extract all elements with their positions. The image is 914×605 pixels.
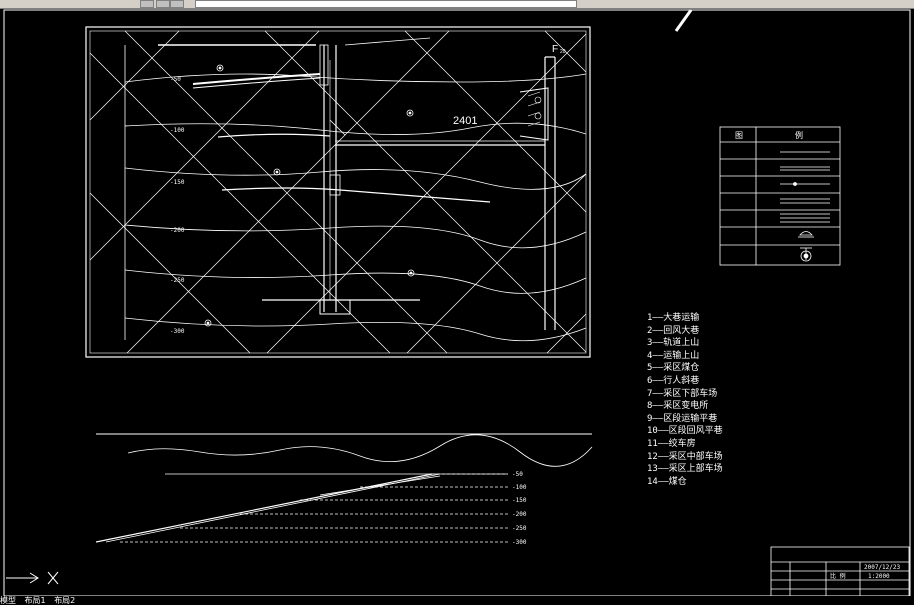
scale-label: 比 例	[830, 572, 846, 580]
toolbar	[0, 0, 914, 9]
legend-list-item: 11——绞车房	[647, 438, 696, 449]
legend-list-item: 4——运输上山	[647, 350, 700, 361]
main-roadway	[519, 56, 556, 330]
legend-list-item: 7——采区下部车场	[647, 388, 718, 399]
legend-list-item: 12——采区中部车场	[647, 451, 723, 462]
legend-list-item: 8——采区变电所	[647, 401, 709, 412]
legend-list-item: 1——大巷运输	[647, 313, 700, 323]
section-view	[95, 433, 593, 543]
section-level-label: -200	[512, 511, 527, 518]
section-level-label: -50	[512, 471, 523, 478]
legend-header: 图	[735, 131, 743, 140]
legend-header: 例	[795, 130, 803, 140]
legend-list-item: 6——行人斜巷	[647, 375, 700, 386]
date-value: 2007/12/23	[864, 564, 901, 571]
contour-lines	[124, 45, 587, 342]
section-level-label: -300	[512, 539, 527, 546]
legend-table	[719, 126, 841, 266]
layout-tabs: 模型 布局1 布局2	[0, 596, 914, 605]
boreholes	[204, 64, 415, 327]
plan-level-label: -250	[170, 277, 185, 284]
tab-layout-2[interactable]: 布局2	[54, 596, 76, 605]
inclines	[319, 44, 351, 315]
command-field[interactable]	[195, 0, 577, 8]
legend-list-item: 14——煤仓	[647, 476, 687, 487]
legend-list-item: 3——轨道上山	[647, 338, 700, 349]
plan-level-label: -50	[170, 76, 181, 83]
plan-level-label: -100	[170, 127, 185, 134]
fault-label: F	[552, 44, 558, 55]
scale-value: 1:2000	[868, 573, 890, 580]
plan-border	[85, 26, 591, 358]
section-level-label: -150	[512, 497, 527, 504]
window-icon[interactable]	[156, 0, 170, 8]
plan-level-label: -300	[170, 328, 185, 335]
legend-list-item: 5——采区煤仓	[647, 363, 700, 374]
fault-label-sub: 20	[560, 49, 566, 55]
plan-view: -50 -100 -150 -200 -250 -300 2401 F 20	[85, 26, 591, 358]
legend-list-item: 2——回风大巷	[647, 325, 700, 336]
roadways	[158, 37, 545, 301]
tab-model[interactable]: 模型	[0, 596, 16, 605]
legend-list-item: 9——区段运输平巷	[647, 413, 718, 424]
arrow-icon[interactable]	[140, 0, 154, 8]
legend-list-item: 13——采区上部车场	[647, 464, 723, 475]
plan-level-label: -150	[170, 179, 185, 186]
panel-label: 2401	[453, 115, 477, 127]
window-icon[interactable]	[170, 0, 184, 8]
legend-list: 1——大巷运输 2——回风大巷 3——轨道上山 4——运输上山 5——采区煤仓 …	[647, 312, 723, 488]
plan-inner-border	[89, 30, 587, 354]
section-level-label: -100	[512, 484, 527, 491]
section-level-label: -250	[512, 525, 527, 532]
plan-level-label: -200	[170, 227, 185, 234]
coordinate-grid	[89, 30, 587, 354]
ucs-icon	[6, 571, 59, 585]
tab-layout-1[interactable]: 布局1	[24, 596, 46, 605]
title-block	[770, 546, 910, 597]
legend-list-item: 10——区段回风平巷	[647, 426, 723, 437]
pointer-mark	[674, 9, 693, 32]
